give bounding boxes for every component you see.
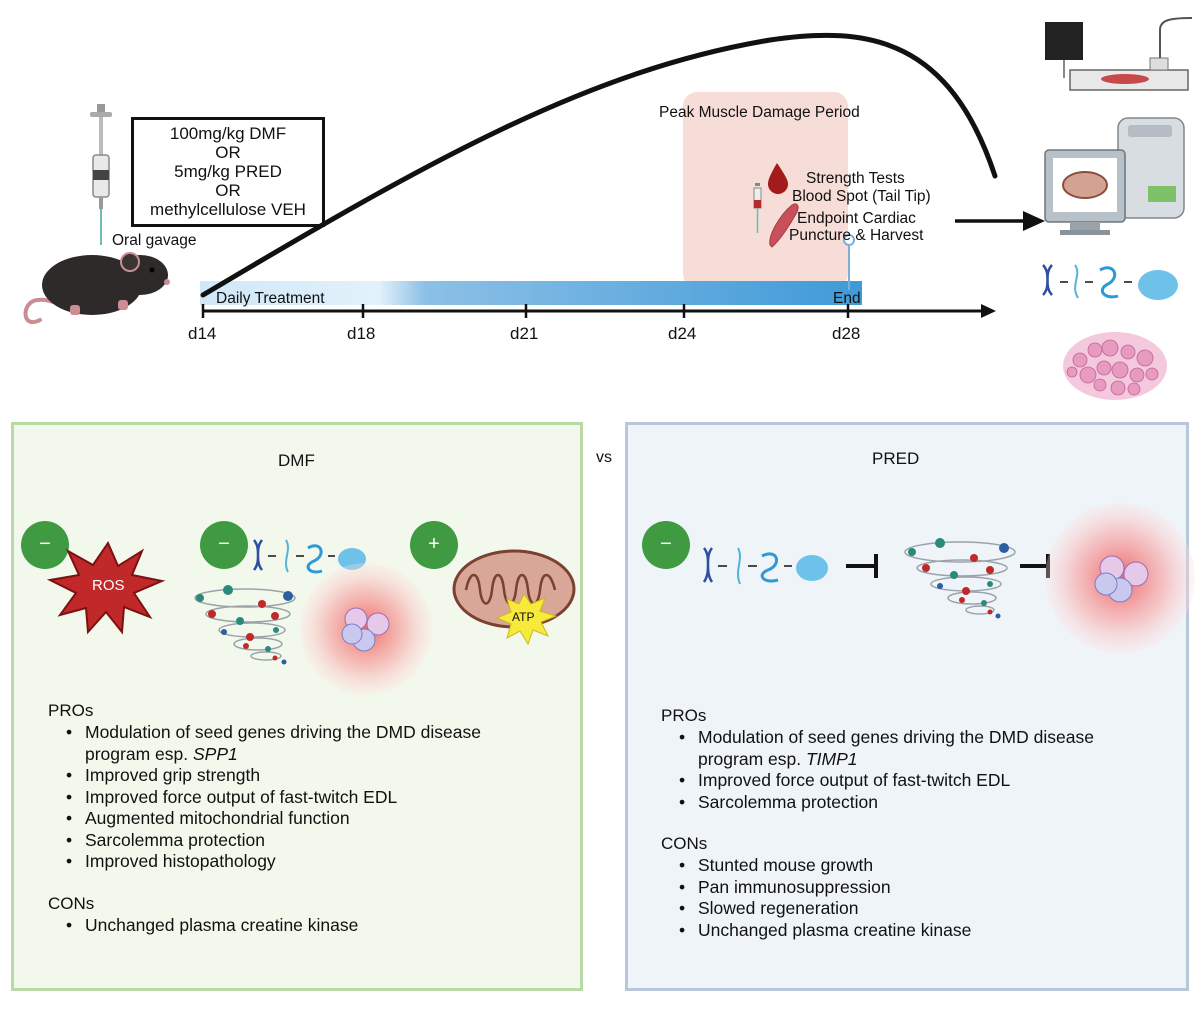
dose-line-1: 100mg/kg DMF	[169, 124, 287, 143]
syringe-icon	[90, 104, 112, 245]
dmf-network-nodes	[196, 585, 293, 665]
dmf-cons-label: CONs	[48, 894, 95, 913]
pred-gene-network-tornado-icon	[904, 541, 1016, 615]
tick-label-d18: d18	[347, 324, 376, 343]
dmf-pros-gene: SPP1	[192, 743, 238, 764]
dmf-panel	[11, 422, 583, 991]
dmf-pros-item: Improved force output of fast-twitch EDL	[48, 787, 568, 809]
gene-expression-icon	[1041, 264, 1178, 300]
oral-gavage-label: Oral gavage	[112, 232, 197, 249]
timeline-axis-arrowhead	[981, 304, 996, 318]
pred-cons-label: CONs	[661, 834, 708, 853]
endpoint-line-2: Puncture & Harvest	[789, 227, 924, 244]
pred-pros-item: Modulation of seed genes driving the DMD…	[661, 727, 1181, 770]
pred-pros-item1-line2: program esp.	[698, 748, 806, 769]
peak-period-label: Peak Muscle Damage Period	[659, 104, 860, 121]
dose-line-5: methylcellulose VEH	[150, 200, 306, 219]
ros-label: ROS	[92, 577, 125, 594]
dose-line-2: OR	[215, 143, 241, 162]
strength-apparatus-icon	[1045, 17, 1193, 91]
mito-analyzer-icon	[1044, 117, 1185, 235]
dmf-immune-cells-icon	[341, 607, 390, 652]
dmf-pros-item: Improved histopathology	[48, 851, 568, 873]
pred-cons-item: Stunted mouse growth	[661, 855, 1181, 877]
tick-label-d24: d24	[668, 324, 697, 343]
dose-line-4: OR	[215, 181, 241, 200]
dmf-pros-item1-line1: Modulation of seed genes driving the DMD…	[85, 722, 481, 742]
blood-drop-icon	[768, 163, 788, 194]
inhibit-arrow-2-icon	[1020, 554, 1050, 578]
pred-pros-item: Sarcolemma protection	[661, 792, 1181, 814]
strength-tests-label: Strength Tests	[806, 170, 905, 187]
daily-treatment-label: Daily Treatment	[216, 290, 325, 307]
tick-label-d21: d21	[510, 324, 539, 343]
dmf-graphics	[46, 539, 576, 695]
atp-label: ATP	[512, 610, 535, 624]
pred-cons-item: Pan immunosuppression	[661, 877, 1181, 899]
dmf-minus-genes-sign: −	[200, 521, 248, 569]
inhibit-arrow-1-icon	[846, 554, 878, 578]
timeline-graphics	[23, 17, 1193, 400]
pred-gene-expression-icon	[702, 547, 828, 585]
vs-label: vs	[596, 449, 612, 466]
dose-line-3: 5mg/kg PRED	[174, 162, 282, 181]
pred-cons-list: Stunted mouse growth Pan immunosuppressi…	[661, 855, 1181, 941]
dmf-minus-ros-sign: −	[21, 521, 69, 569]
end-label: End	[833, 290, 861, 307]
dmf-pros-item: Sarcolemma protection	[48, 830, 568, 852]
pred-pros-list: Modulation of seed genes driving the DMD…	[661, 727, 1181, 813]
to-analysis-arrowhead	[1023, 211, 1045, 231]
dmf-plus-mito-sign: +	[410, 521, 458, 569]
tick-label-d28: d28	[832, 324, 861, 343]
pred-pros-item1-line1: Modulation of seed genes driving the DMD…	[698, 727, 1094, 747]
pred-cons-item: Unchanged plasma creatine kinase	[661, 920, 1181, 942]
muscle-damage-curve	[200, 32, 998, 298]
dmf-pros-label: PROs	[48, 701, 94, 720]
treatment-bar	[200, 281, 862, 305]
dose-box: 100mg/kg DMF OR 5mg/kg PRED OR methylcel…	[131, 117, 325, 227]
small-syringe-icon	[753, 183, 762, 233]
pred-pros-gene: TIMP1	[805, 748, 858, 769]
dmf-pros-item: Modulation of seed genes driving the DMD…	[48, 722, 568, 765]
pred-immune-cells-icon	[1094, 555, 1149, 603]
dmf-pros-list: Modulation of seed genes driving the DMD…	[48, 722, 568, 873]
dmf-pros-item1-line2: program esp.	[85, 743, 193, 764]
pred-pros-item: Improved force output of fast-twitch EDL	[661, 770, 1181, 792]
atp-burst-icon	[495, 593, 558, 646]
blood-spot-label: Blood Spot (Tail Tip)	[792, 188, 931, 205]
histology-icon	[1063, 332, 1167, 400]
mouse-icon	[23, 252, 170, 324]
dmf-cons-list: Unchanged plasma creatine kinase	[48, 915, 568, 937]
dmf-pros-item: Augmented mitochondrial function	[48, 808, 568, 830]
pred-title: PRED	[872, 449, 920, 468]
muscle-icon	[769, 203, 799, 248]
peak-damage-region	[683, 92, 848, 288]
pred-network-nodes	[908, 538, 1009, 619]
pred-minus-genes-sign: −	[642, 521, 690, 569]
dmf-title: DMF	[278, 451, 315, 470]
tick-label-d14: d14	[188, 324, 217, 343]
pred-pros-label: PROs	[661, 706, 707, 725]
endpoint-line-1: Endpoint Cardiac	[797, 210, 916, 227]
pred-cons-item: Slowed regeneration	[661, 898, 1181, 920]
dmf-cons-item: Unchanged plasma creatine kinase	[48, 915, 568, 937]
end-pin-head	[843, 234, 855, 246]
pred-graphics	[702, 503, 1195, 653]
ros-burst-icon	[46, 540, 166, 635]
dmf-pros-item: Improved grip strength	[48, 765, 568, 787]
